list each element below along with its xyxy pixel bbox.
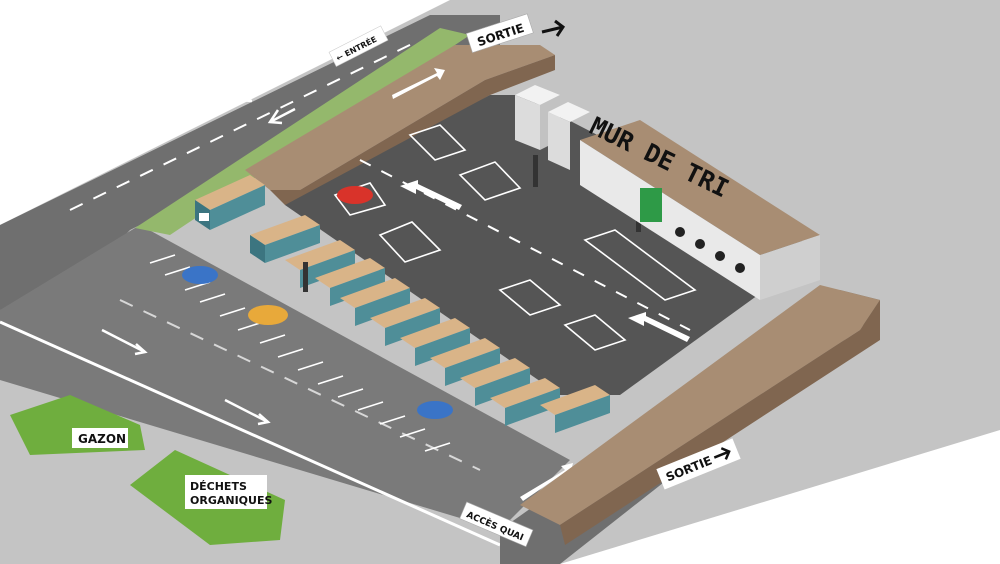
container: [370, 298, 440, 346]
container: [285, 240, 355, 288]
exit-ramp-top: [520, 285, 880, 525]
ramp-top: [245, 45, 555, 190]
container: [430, 338, 500, 386]
road-edge-line: [0, 320, 501, 547]
ramp-top-side: [270, 55, 555, 205]
kiosks: [515, 85, 590, 170]
recycle-icon: [640, 188, 662, 222]
parking-stripes-left: [149, 254, 451, 452]
car-icon: [182, 186, 453, 419]
lot-markings: [333, 124, 697, 351]
label-gazon: GAZON: [10, 395, 145, 455]
lot-surface: [285, 95, 820, 395]
road-arrows: [101, 85, 296, 426]
container: [400, 318, 470, 366]
container-row: [195, 175, 610, 433]
grass-strip: [135, 28, 470, 235]
container: [195, 175, 265, 230]
container: [315, 258, 385, 306]
svg-text:ORGANIQUES: ORGANIQUES: [190, 494, 272, 507]
arrow-icon: [541, 19, 566, 37]
road-dash-line: [69, 39, 421, 211]
label-dechets-organiques: DÉCHETS ORGANIQUES: [130, 450, 285, 545]
arrow-icon: [713, 450, 730, 459]
exit-ramp-side: [560, 300, 880, 545]
container: [250, 215, 320, 263]
container: [540, 385, 610, 433]
mur-de-tri: [580, 120, 820, 300]
svg-text:GAZON: GAZON: [78, 432, 126, 446]
container: [340, 278, 410, 326]
container: [490, 378, 560, 426]
svg-text:DÉCHETS: DÉCHETS: [190, 480, 247, 493]
container: [460, 358, 530, 406]
arrow-icon: [392, 68, 690, 501]
arrow-icon: [720, 447, 731, 460]
